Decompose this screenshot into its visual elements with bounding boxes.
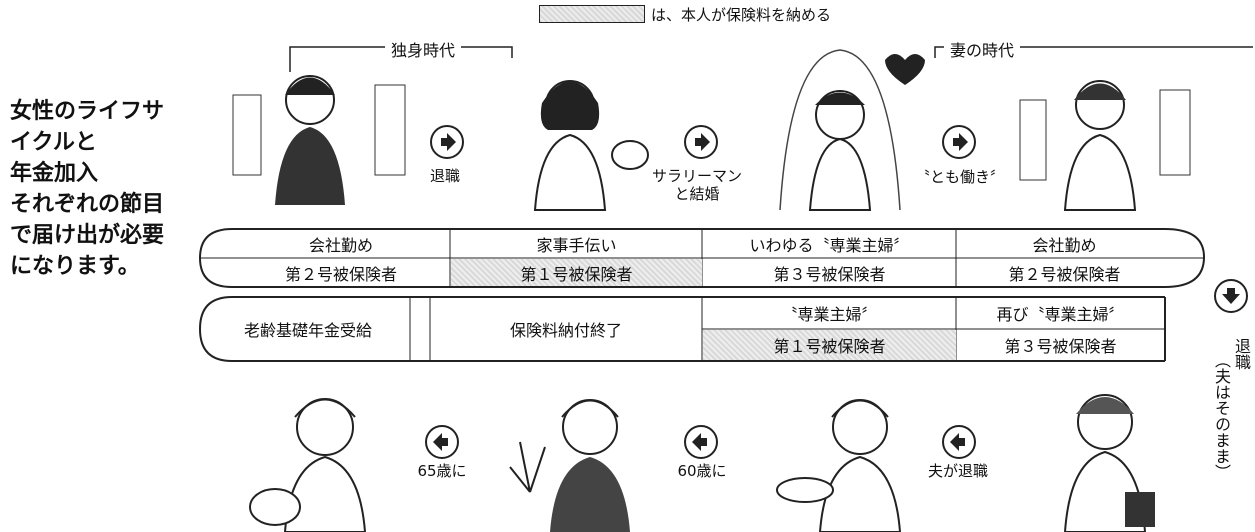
top-status-2: 第１号被保険者 [451, 259, 702, 286]
bottom-payment-end: 保険料納付終了 [509, 321, 622, 340]
top-role-3: いわゆる〝専業主婦〞 [749, 235, 910, 255]
transition-retire-right-label: 退職 [1232, 338, 1251, 370]
arrow-down-icon [1214, 279, 1248, 313]
arrow-left-icon [942, 425, 976, 459]
figure-woman-apron [1063, 394, 1155, 532]
bottom-pension-receipt: 老齢基礎年金受給 [243, 321, 372, 340]
figure-elder-with-plant [509, 399, 630, 532]
era-wife-label: 妻の時代 [944, 37, 1021, 61]
arrow-right-icon [684, 125, 718, 159]
figure-elder-with-cat [249, 398, 367, 532]
bottom-role-again-housewife: 再び〝専業主婦〞 [996, 305, 1125, 324]
top-role-4: 会社勤め [1032, 235, 1097, 255]
transition-retire-right-note: （夫はそのまま） [1212, 352, 1231, 480]
figure-office-woman [232, 75, 406, 205]
transition-age60-label: 60歳に [677, 462, 727, 480]
legend-text: は、本人が保険料を納める [651, 5, 832, 24]
figure-bride [779, 49, 925, 211]
figure-working-wife [1019, 80, 1191, 211]
transition-husband-retire-label: 夫が退職 [927, 462, 988, 480]
bottom-role-housewife: 〝専業主婦〞 [781, 305, 878, 324]
era-single-label: 独身時代 [385, 37, 462, 61]
figure-housework-woman [533, 80, 649, 211]
transition-marriage-label: サラリーマン と結婚 [647, 167, 747, 203]
top-status-4: 第２号被保険者 [1008, 264, 1121, 284]
bottom-status-again-housewife: 第３号被保険者 [1004, 337, 1117, 356]
top-role-1: 会社勤め [308, 235, 373, 255]
arrow-left-icon [425, 425, 459, 459]
transition-marriage-line1: サラリーマン [651, 167, 742, 185]
arrow-right-icon [430, 125, 464, 159]
arrow-right-icon [942, 125, 976, 159]
top-status-1: 第２号被保険者 [284, 264, 397, 284]
figure-woman-with-bowl [776, 399, 902, 532]
top-status-3: 第３号被保険者 [773, 264, 886, 284]
transition-dualwork-label: 〝とも働き〞 [914, 168, 1005, 186]
transition-marriage-line2: と結婚 [674, 185, 720, 203]
left-title: 女性のライフサ イクルと 年金加入 それぞれの節目 で届け出が必要 になります。 [10, 99, 165, 279]
legend-swatch [539, 5, 645, 23]
bottom-status-housewife: 第１号被保険者 [703, 330, 956, 360]
top-role-2: 家事手伝い [536, 235, 617, 255]
transition-retire-label: 退職 [429, 167, 460, 185]
arrow-left-icon [684, 425, 718, 459]
transition-age65-label: 65歳に [417, 462, 467, 480]
legend: は、本人が保険料を納める [539, 2, 831, 26]
